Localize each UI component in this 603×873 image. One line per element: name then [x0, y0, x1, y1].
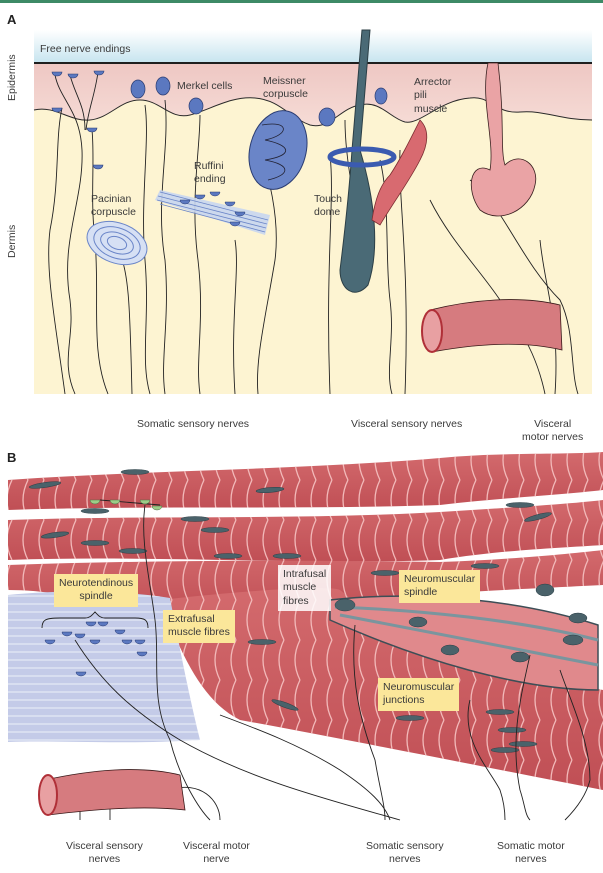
label-line: Visceral	[534, 418, 572, 430]
label-line: Touch	[314, 193, 343, 205]
neurotendinous-brace	[41, 611, 149, 629]
label-line: fibres	[283, 594, 309, 607]
label-neuromuscular-spindle: Neuromuscular spindle	[399, 570, 481, 603]
label-extrafusal-muscle-fibres: Extrafusal muscle fibres	[163, 610, 235, 643]
label-line: Neuromuscular	[404, 573, 476, 585]
label-line: spindle	[404, 586, 438, 599]
label-line: spindle	[79, 590, 113, 603]
label-meissner-corpuscle: Meissner corpuscle	[263, 75, 308, 102]
label-line: Arrector	[414, 76, 452, 88]
label-line: Neurotendinous	[59, 577, 134, 589]
label-line: muscle	[414, 102, 448, 115]
panel-b-letter: B	[7, 450, 17, 465]
label-somatic-motor-nerves-b: Somatic motor nerves	[497, 840, 565, 867]
label-line: pili	[414, 89, 427, 102]
label-line: Ruffini	[194, 160, 224, 172]
label-line: ending	[194, 173, 226, 186]
label-intrafusal-muscle-fibres: Intrafusal muscle fibres	[278, 565, 332, 612]
label-free-nerve-endings: Free nerve endings	[40, 43, 131, 55]
blood-vessel-b	[38, 769, 186, 816]
label-visceral-motor-nerve-b: Visceral motor nerve	[183, 840, 250, 867]
label-line: nerve	[203, 853, 230, 866]
label-arrector-pili-muscle: Arrector pili muscle	[414, 76, 451, 116]
label-line: nerves	[389, 853, 421, 866]
label-line: Somatic sensory	[366, 840, 444, 852]
label-touch-dome: Touch dome	[314, 193, 342, 220]
label-somatic-sensory-nerves-b: Somatic sensory nerves	[366, 840, 444, 867]
label-line: Somatic motor	[497, 840, 565, 852]
layer-label-epidermis: Epidermis	[6, 54, 18, 101]
pacinian-corpuscle	[86, 220, 148, 266]
label-merkel-cells: Merkel cells	[177, 80, 233, 92]
label-line: Pacinian	[91, 193, 132, 205]
panel-b-nerves	[74, 499, 591, 821]
label-line: muscle fibres	[168, 626, 230, 639]
label-neuromuscular-junctions: Neuromuscular junctions	[378, 678, 460, 711]
label-line: junctions	[383, 694, 425, 707]
label-visceral-sensory-nerves-b: Visceral sensory nerves	[66, 840, 143, 867]
sweat-gland	[471, 62, 537, 217]
label-visceral-motor-nerves-a: Visceral motor nerves	[522, 418, 583, 445]
arrector-pili-muscle	[371, 119, 428, 226]
label-line: corpuscle	[91, 206, 136, 219]
label-visceral-sensory-nerves-a: Visceral sensory nerves	[351, 418, 463, 430]
label-line: nerves	[515, 853, 547, 866]
label-line: dome	[314, 206, 341, 219]
label-line: corpuscle	[263, 88, 308, 101]
layer-label-dermis: Dermis	[6, 224, 18, 258]
label-line: Visceral sensory	[66, 840, 143, 852]
hair-follicle	[339, 29, 376, 293]
panel-a-letter: A	[7, 12, 17, 27]
skin-surface-air	[34, 30, 592, 63]
ruffini-ending	[155, 190, 270, 235]
label-line: nerves	[88, 853, 121, 866]
label-somatic-sensory-nerves-a: Somatic sensory nerves	[137, 418, 250, 430]
touch-dome-ring	[327, 146, 397, 168]
label-line: Visceral motor	[183, 840, 250, 852]
label-line: muscle	[283, 581, 317, 594]
label-line: Intrafusal	[283, 568, 327, 580]
label-neurotendinous-spindle: Neurotendinous spindle	[54, 574, 139, 607]
label-line: Neuromuscular	[383, 681, 455, 693]
label-line: Meissner	[263, 75, 306, 87]
header-accent-line	[0, 0, 603, 3]
label-pacinian-corpuscle: Pacinian corpuscle	[91, 193, 136, 220]
merkel-cells	[130, 76, 388, 127]
label-ruffini-ending: Ruffini ending	[194, 160, 226, 187]
sensory-terminals-green	[89, 499, 163, 511]
neurotendinous-terminals	[44, 621, 148, 677]
label-line: Extrafusal	[168, 613, 215, 625]
meissner-corpuscle	[248, 110, 308, 190]
epidermis-layer	[34, 63, 592, 126]
free-nerve-ending-terminals	[51, 70, 105, 170]
blood-vessel-a	[421, 299, 563, 353]
label-line: motor nerves	[522, 431, 584, 444]
